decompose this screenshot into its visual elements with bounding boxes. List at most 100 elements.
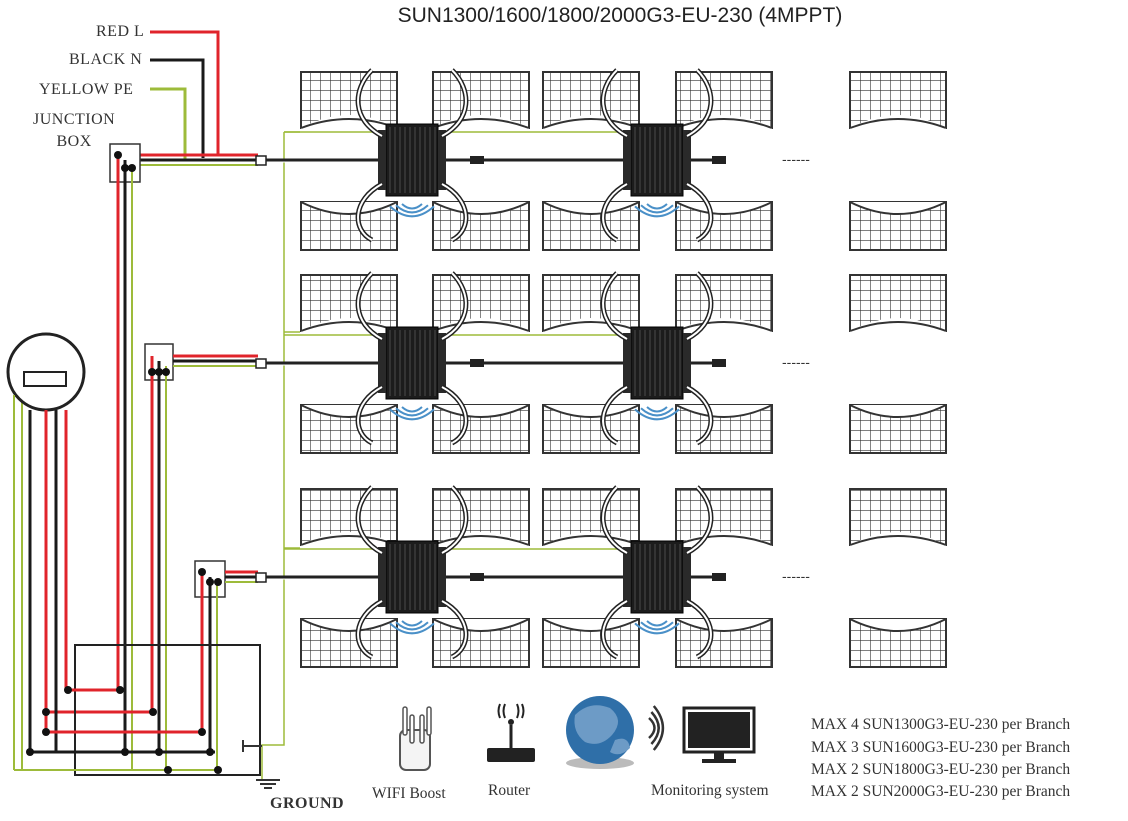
pv-row: ------ xyxy=(255,485,947,668)
solar-panel xyxy=(542,71,640,132)
solar-panel xyxy=(300,404,398,454)
wifi-waves-icon xyxy=(634,620,680,635)
yellow-pe-wire xyxy=(150,87,187,160)
wifi-waves-icon xyxy=(389,203,435,218)
microinverter xyxy=(355,485,469,660)
junction-dot xyxy=(162,368,170,376)
diagram-title: SUN1300/1600/1800/2000G3-EU-230 (4MPPT) xyxy=(397,4,843,27)
microinverter xyxy=(600,271,714,446)
continuation-ellipsis: ------ xyxy=(782,151,810,167)
signal-waves-icon xyxy=(648,717,656,739)
solar-panel xyxy=(432,201,530,251)
microinverter xyxy=(355,68,469,243)
solar-panel xyxy=(300,488,398,549)
branch-note-3: MAX 2 SUN1800G3-EU-230 per Branch xyxy=(811,761,1071,778)
branch-note-1: MAX 4 SUN1300G3-EU-230 per Branch xyxy=(811,716,1071,733)
signal-waves-icon xyxy=(652,705,665,751)
wifi-waves-icon xyxy=(389,620,435,635)
continuation-ellipsis: ------ xyxy=(782,354,810,370)
solar-panel xyxy=(675,618,773,668)
junction-dot xyxy=(121,164,129,172)
red-l-wire xyxy=(150,30,220,156)
junction-dot xyxy=(42,708,50,716)
connector xyxy=(470,156,484,164)
solar-panel xyxy=(675,274,773,335)
monitor-icon xyxy=(682,706,756,763)
junction-dot xyxy=(214,766,222,774)
wifi-boost-label: WIFI Boost xyxy=(372,785,446,802)
solar-panel xyxy=(542,488,640,549)
connector xyxy=(470,573,484,581)
wifi-boost-icon xyxy=(399,706,432,771)
junction-dot xyxy=(114,151,122,159)
junction-dot xyxy=(149,708,157,716)
solar-panel xyxy=(432,618,530,668)
solar-panel xyxy=(432,488,530,549)
junction-dot xyxy=(128,164,136,172)
network-devices xyxy=(399,696,756,771)
solar-panel xyxy=(849,274,947,335)
microinverter xyxy=(355,271,469,446)
pv-rows: ------ ------ ------ xyxy=(255,68,947,668)
solar-panel xyxy=(849,404,947,454)
junction-dot xyxy=(164,766,172,774)
solar-panel xyxy=(849,71,947,132)
junction-box-label: JUNCTION BOX xyxy=(33,111,116,150)
solar-panel xyxy=(300,274,398,335)
solar-panel xyxy=(849,488,947,549)
meter-display xyxy=(23,371,67,387)
solar-panel xyxy=(675,71,773,132)
microinverter xyxy=(600,485,714,660)
connector xyxy=(470,359,484,367)
router-label: Router xyxy=(488,782,531,799)
connector xyxy=(712,573,726,581)
solar-panel xyxy=(300,618,398,668)
connector xyxy=(712,156,726,164)
junction-dot xyxy=(42,728,50,736)
dc-cables xyxy=(600,271,714,446)
junction-dot xyxy=(148,368,156,376)
junction-dot xyxy=(116,686,124,694)
solar-panel xyxy=(432,71,530,132)
connector xyxy=(255,358,267,369)
microinverter xyxy=(600,68,714,243)
black-n-wire xyxy=(150,58,205,158)
dc-cables xyxy=(355,485,469,660)
junction-dot xyxy=(26,748,34,756)
solar-panel xyxy=(849,201,947,251)
solar-panel xyxy=(675,201,773,251)
solar-panel xyxy=(849,618,947,668)
signal-waves-icon xyxy=(650,711,660,745)
red-wire-label: RED L xyxy=(96,23,145,40)
connector xyxy=(255,572,267,583)
pv-row: ------ xyxy=(255,271,947,454)
ground-wire xyxy=(261,132,285,780)
dc-cables xyxy=(600,485,714,660)
junction-dot xyxy=(155,748,163,756)
ground-label: GROUND xyxy=(270,795,345,812)
globe-icon xyxy=(566,696,634,769)
junction-dot xyxy=(155,368,163,376)
pv-row: ------ xyxy=(255,68,947,251)
wifi-waves-icon xyxy=(389,406,435,421)
yellow-wire-label: YELLOW PE xyxy=(39,81,134,98)
solar-panel xyxy=(542,274,640,335)
solar-panel xyxy=(675,404,773,454)
wifi-waves-icon xyxy=(634,203,680,218)
junction-dot xyxy=(64,686,72,694)
junction-dot xyxy=(214,578,222,586)
solar-panel xyxy=(542,404,640,454)
solar-panel xyxy=(675,488,773,549)
dc-cables xyxy=(355,271,469,446)
solar-panel xyxy=(300,201,398,251)
solar-panel xyxy=(542,618,640,668)
solar-panel xyxy=(432,404,530,454)
wifi-waves-icon xyxy=(634,406,680,421)
solar-panel xyxy=(542,201,640,251)
monitoring-system-label: Monitoring system xyxy=(651,782,769,799)
junction-dot xyxy=(206,578,214,586)
connector xyxy=(712,359,726,367)
dc-cables xyxy=(355,68,469,243)
branch-note-2: MAX 3 SUN1600G3-EU-230 per Branch xyxy=(811,739,1071,756)
